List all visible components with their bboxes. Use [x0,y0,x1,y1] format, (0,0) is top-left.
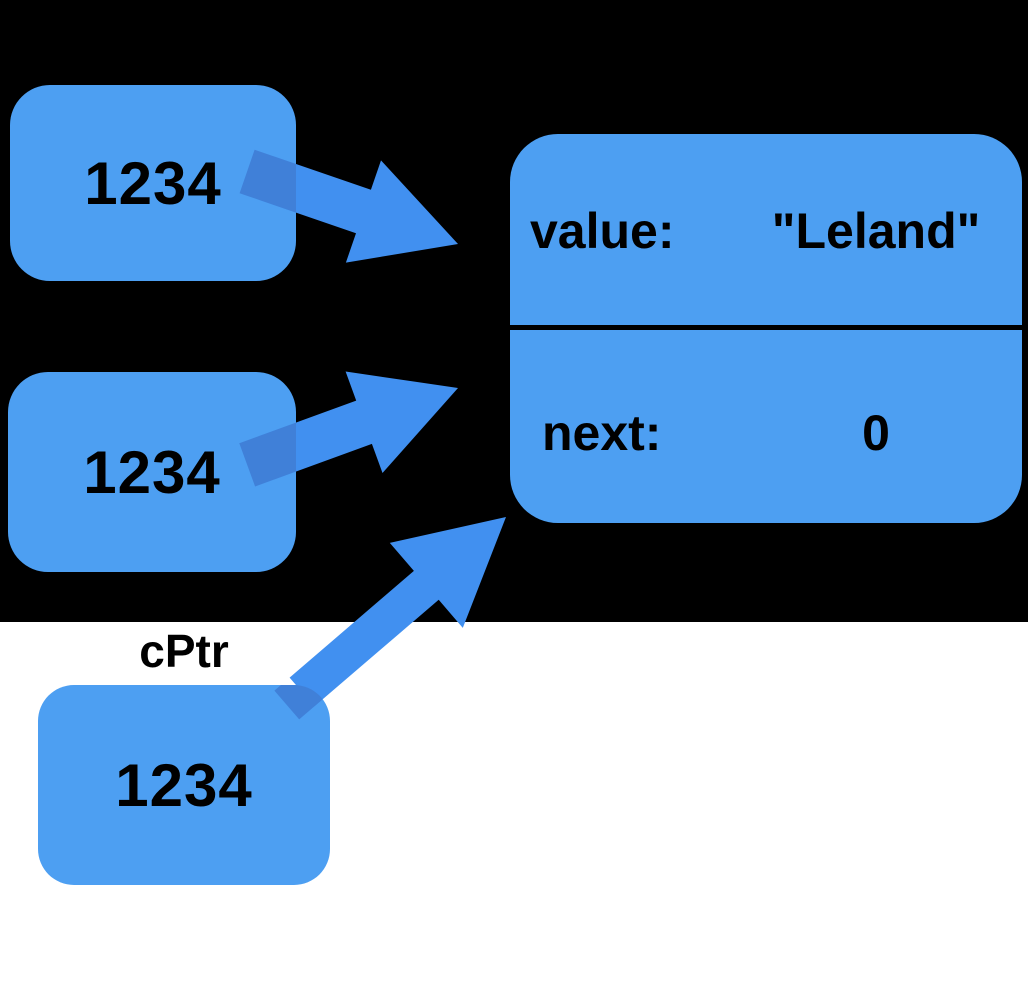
pointer-box-a: 1234 [10,85,296,281]
node-field-value-next: 0 [862,404,890,461]
pointer-box-b-value: 1234 [83,438,221,506]
node-field-row-next: next: 0 [510,332,1022,523]
node-divider-line [510,325,1022,330]
pointer-box-a-value: 1234 [84,149,222,217]
node-field-name-value: value: [530,202,675,259]
pointer-box-cptr: 1234 [38,685,330,885]
pointer-box-b: 1234 [8,372,296,572]
node-field-row-value: value: "Leland" [510,134,1022,327]
linked-list-node: value: "Leland" next: 0 [510,134,1022,523]
cptr-variable-label: cPtr [139,625,229,677]
pointer-box-cptr-value: 1234 [115,751,253,819]
node-field-value-value: "Leland" [771,202,981,259]
node-field-name-next: next: [542,404,662,461]
